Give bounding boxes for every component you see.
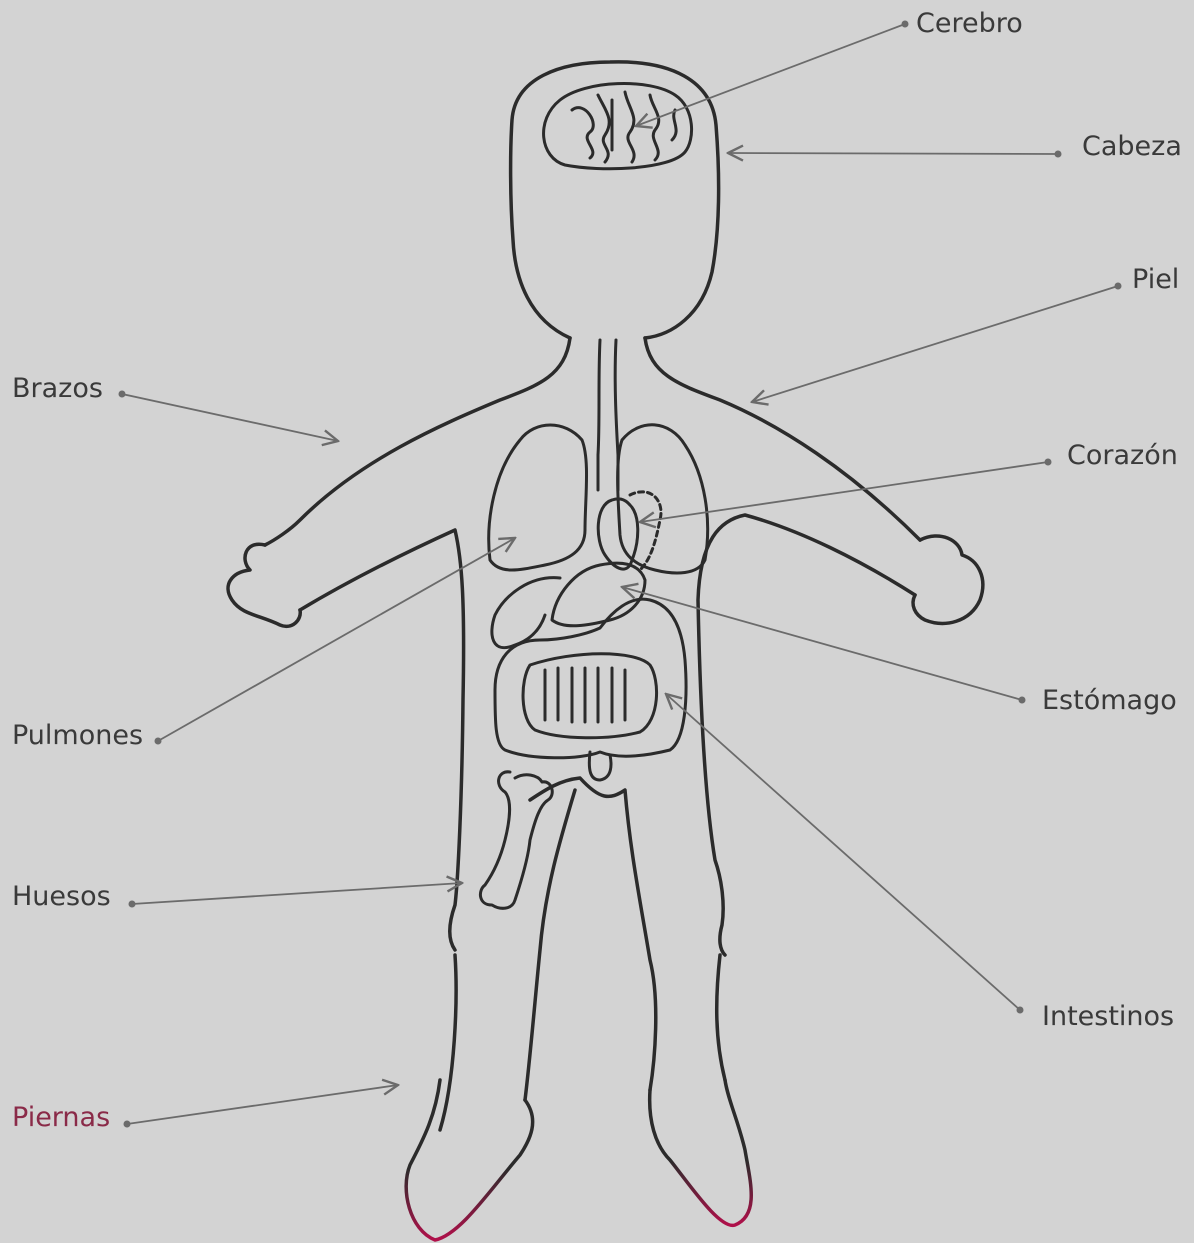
dot-piernas	[124, 1121, 131, 1128]
intestines-drawing	[495, 599, 686, 780]
dot-brazos	[119, 391, 126, 398]
legs-feet	[406, 1080, 751, 1240]
label-corazon: Corazón	[1067, 442, 1178, 469]
body-outline	[228, 338, 983, 1130]
dot-huesos	[129, 901, 136, 908]
leader-huesos	[132, 883, 462, 904]
dot-cerebro	[902, 21, 909, 28]
leader-piel	[752, 286, 1118, 402]
label-piernas: Piernas	[12, 1104, 110, 1131]
label-estomago: Estómago	[1042, 687, 1177, 714]
label-intestinos: Intestinos	[1042, 1003, 1174, 1030]
label-dots	[119, 21, 1122, 1128]
dot-cabeza	[1055, 151, 1062, 158]
dot-intestinos	[1017, 1007, 1024, 1014]
label-huesos: Huesos	[12, 883, 111, 910]
head-outline	[511, 62, 719, 338]
label-cabeza: Cabeza	[1082, 133, 1182, 160]
brain-drawing	[544, 84, 692, 169]
leader-lines	[122, 24, 1118, 1124]
leader-piernas	[127, 1085, 398, 1124]
dot-estomago	[1019, 697, 1026, 704]
leader-cerebro	[636, 24, 905, 126]
dot-corazon	[1045, 459, 1052, 466]
leader-cabeza	[728, 153, 1058, 154]
dot-piel	[1115, 283, 1122, 290]
leader-brazos	[122, 394, 338, 441]
label-cerebro: Cerebro	[916, 10, 1023, 37]
label-pulmones: Pulmones	[12, 722, 143, 749]
label-brazos: Brazos	[12, 375, 103, 402]
neck-windpipe	[598, 340, 618, 455]
label-piel: Piel	[1132, 266, 1179, 293]
dot-pulmones	[155, 738, 162, 745]
